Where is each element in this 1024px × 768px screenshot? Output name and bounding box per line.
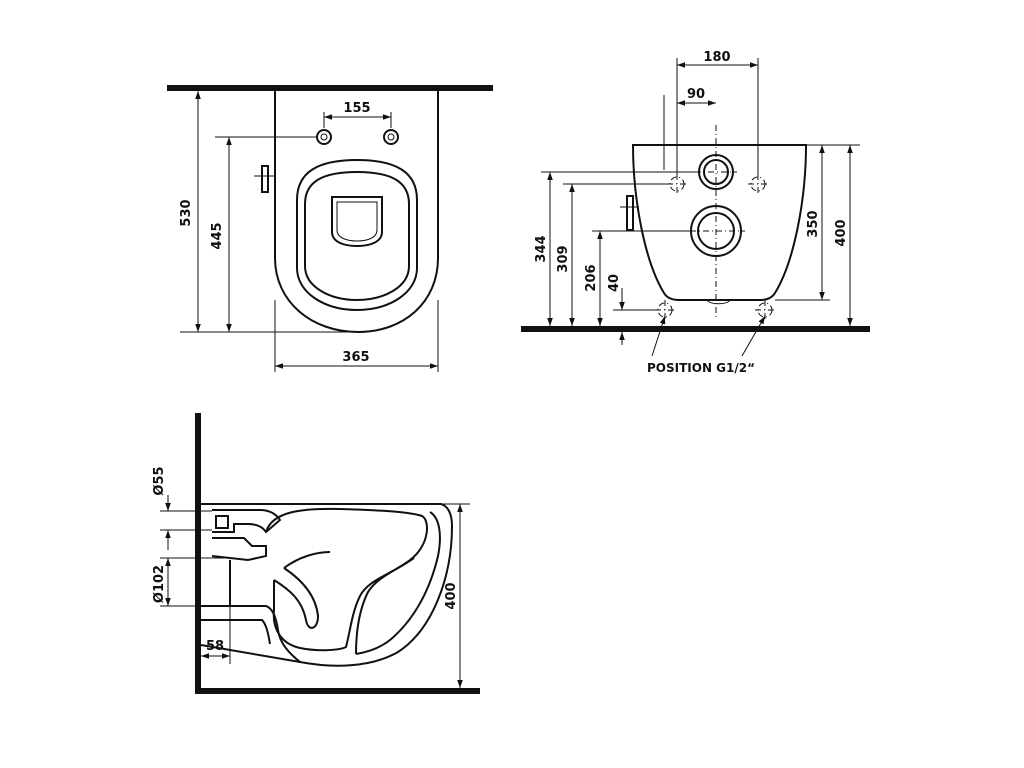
side-view-outer-body	[200, 503, 454, 667]
dim-400-side: 400	[444, 582, 459, 609]
top-view-seat	[296, 158, 418, 312]
front-view-side-stub	[626, 195, 634, 231]
side-view: Ø55 Ø102 58 400	[152, 413, 480, 694]
caption-position-g12: POSITION G1/2“	[647, 361, 755, 375]
side-view-rim	[355, 511, 441, 655]
dim-180: 180	[703, 50, 730, 65]
top-view-bolt-right-inner	[387, 133, 395, 141]
top-view-outlet-inner	[336, 201, 378, 242]
dim-445: 445	[210, 222, 225, 249]
top-view: 155 530 445 365	[167, 85, 493, 372]
side-view-outlet	[201, 605, 301, 663]
top-view-inlet-stub	[261, 165, 269, 193]
dim-d102: Ø102	[152, 565, 167, 603]
top-view-bowl-outline	[274, 91, 439, 334]
top-view-seat-inner	[304, 170, 410, 302]
side-view-floor	[195, 688, 480, 694]
dim-d55: Ø55	[152, 466, 167, 495]
dim-58: 58	[206, 639, 224, 654]
top-view-bolt-left-inner	[320, 133, 328, 141]
dim-40: 40	[607, 274, 622, 292]
dim-206: 206	[584, 264, 599, 291]
top-view-bolt-left	[316, 129, 332, 145]
dim-309: 309	[556, 245, 571, 272]
front-view-floor	[521, 326, 870, 332]
dim-155: 155	[343, 101, 370, 116]
side-view-wall	[195, 413, 201, 694]
front-view: 180 90 344 309 206 40 350 400 POSI	[521, 50, 870, 375]
side-view-trap	[273, 567, 320, 629]
dim-530: 530	[179, 199, 194, 226]
front-view-body-outline	[631, 144, 808, 301]
dim-400-front: 400	[834, 219, 849, 246]
top-view-bolt-right	[383, 129, 399, 145]
dim-365: 365	[342, 350, 369, 365]
dim-90: 90	[687, 87, 705, 102]
top-view-wall	[167, 85, 493, 91]
dim-350: 350	[806, 210, 821, 237]
side-view-inlet-channel	[212, 509, 282, 534]
dim-344: 344	[534, 235, 549, 262]
top-view-outlet	[331, 196, 383, 248]
